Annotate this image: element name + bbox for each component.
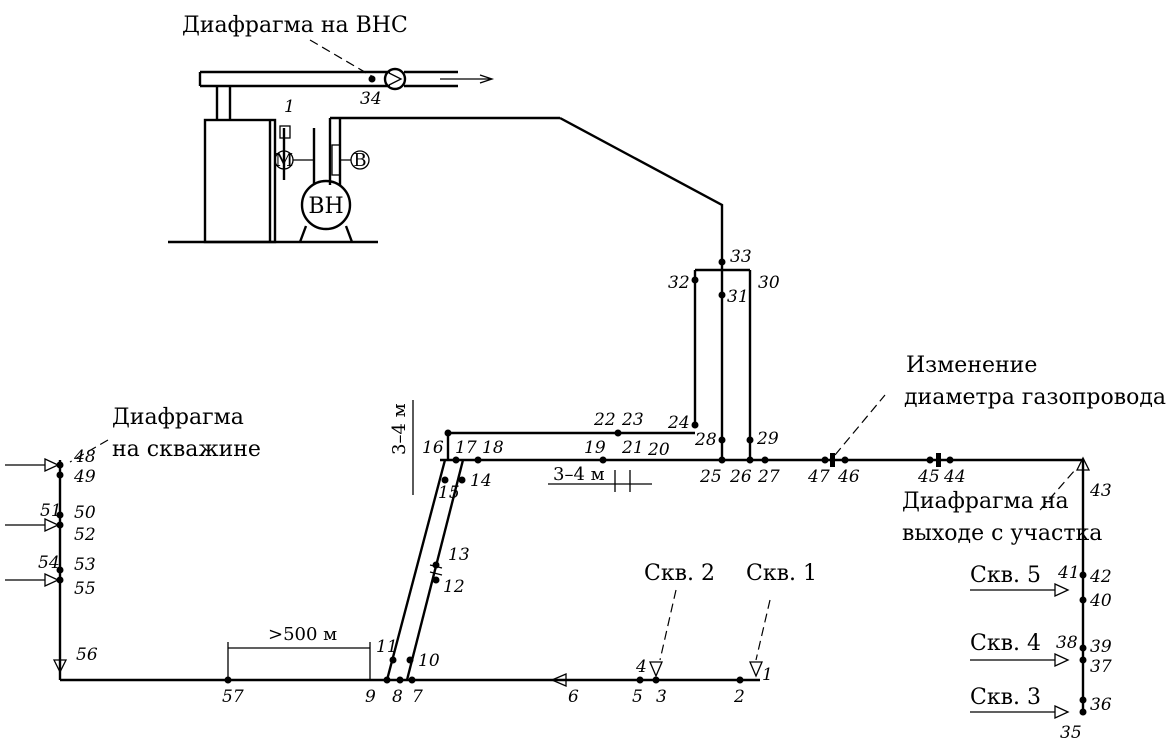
vns-diaphragm-label: Диафрагма на ВНС — [182, 13, 408, 38]
point-33: 33 — [730, 247, 752, 267]
point-34: 34 — [360, 89, 382, 109]
skv1-label: Скв. 1 — [746, 561, 817, 586]
well-diaphragm-label-2: на скважине — [112, 437, 261, 462]
point-8: 8 — [392, 687, 403, 707]
point-13: 13 — [448, 545, 470, 565]
point-19: 19 — [584, 438, 606, 458]
point-53: 53 — [74, 555, 96, 575]
point-47: 47 — [807, 467, 830, 487]
point-51: 51 — [40, 501, 62, 521]
point-11: 11 — [376, 637, 398, 657]
point-14: 14 — [470, 471, 492, 491]
point-57: 57 — [222, 687, 244, 707]
point-2: 2 — [733, 687, 745, 707]
point-26: 26 — [729, 467, 752, 487]
point-7: 7 — [412, 687, 423, 707]
diagonal-pipe-right — [405, 459, 465, 681]
vacuum-pump-station: ВН М В — [168, 67, 560, 244]
point-54: 54 — [38, 553, 60, 573]
point-24: 24 — [667, 413, 690, 433]
point-46: 46 — [837, 467, 860, 487]
node-dots — [56, 258, 1087, 716]
point-40: 40 — [1089, 591, 1112, 611]
point-48: 48 — [73, 447, 96, 467]
point-35: 35 — [1060, 723, 1082, 743]
outlet-diaphragm-label-1: Диафрагма на — [902, 489, 1069, 514]
point-52: 52 — [74, 525, 96, 545]
point-4: 4 — [635, 657, 647, 677]
point-45: 45 — [917, 467, 940, 487]
dim-34m-vertical: 3–4 м — [389, 403, 410, 455]
diagonal-pipe-left — [385, 459, 447, 681]
point-29: 29 — [756, 429, 779, 449]
point-20: 20 — [647, 440, 670, 460]
main-header — [440, 458, 1085, 712]
point-43: 43 — [1089, 481, 1112, 501]
point-49: 49 — [73, 467, 96, 487]
point-38: 38 — [1056, 633, 1078, 653]
point-5: 5 — [632, 687, 643, 707]
point-32: 32 — [668, 273, 690, 293]
check-valve-icon — [383, 67, 407, 91]
station-building — [203, 118, 277, 244]
point-6: 6 — [568, 687, 579, 707]
point-56: 56 — [76, 645, 98, 665]
vn-label: ВН — [308, 194, 343, 219]
point-3: 3 — [656, 687, 667, 707]
point-44: 44 — [943, 467, 966, 487]
loop-section — [446, 262, 752, 460]
skv3-label: Скв. 3 — [970, 685, 1041, 710]
diameter-change-label-1: Изменение — [906, 353, 1037, 378]
outlet-diaphragm-label-2: выходе с участка — [902, 521, 1102, 546]
point-55: 55 — [74, 579, 96, 599]
point-41: 41 — [1057, 563, 1080, 583]
point-1b: 1 — [284, 97, 295, 117]
m-label: М — [275, 150, 293, 171]
point-31: 31 — [727, 287, 749, 307]
point-30: 30 — [758, 273, 780, 293]
v-label: В — [353, 150, 366, 171]
point-27: 27 — [757, 467, 780, 487]
point-17: 17 — [455, 438, 477, 458]
point-28: 28 — [694, 430, 717, 450]
point-25: 25 — [699, 467, 722, 487]
skv4-label: Скв. 4 — [970, 631, 1041, 656]
point-39: 39 — [1090, 637, 1112, 657]
diameter-change-label-2: диаметра газопровода — [904, 385, 1166, 410]
point-42: 42 — [1089, 567, 1112, 587]
point-9: 9 — [365, 687, 376, 707]
suction-main — [559, 116, 724, 262]
point-10: 10 — [418, 651, 440, 671]
point-37: 37 — [1090, 657, 1112, 677]
vacuum-pump — [300, 179, 352, 231]
point-15: 15 — [438, 483, 460, 503]
point-18: 18 — [482, 438, 504, 458]
point-23: 23 — [621, 410, 644, 430]
well-diaphragm-label-1: Диафрагма — [112, 405, 244, 430]
point-22: 22 — [593, 410, 616, 430]
skv5-label: Скв. 5 — [970, 563, 1041, 588]
point-36: 36 — [1090, 695, 1112, 715]
dim-500m: >500 м — [268, 624, 337, 645]
point-16: 16 — [422, 438, 444, 458]
skv2-label: Скв. 2 — [644, 561, 715, 586]
point-1: 1 — [762, 665, 773, 685]
point-21: 21 — [621, 438, 644, 458]
dim-34m-horizontal: 3–4 м — [553, 464, 605, 485]
point-50: 50 — [74, 503, 96, 523]
point-12: 12 — [443, 577, 465, 597]
